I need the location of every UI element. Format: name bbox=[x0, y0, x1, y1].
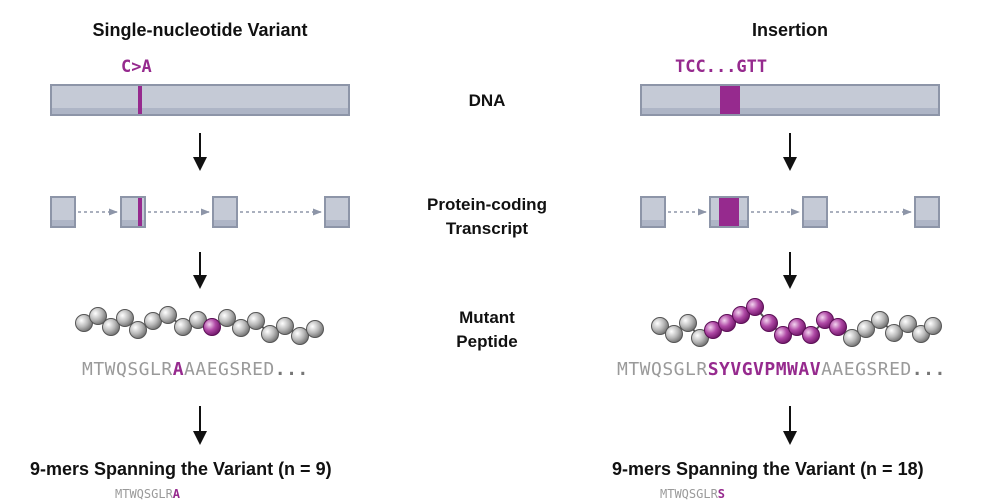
snv-exon-1 bbox=[50, 196, 76, 228]
snv-exon-mutation bbox=[138, 198, 142, 226]
mutant-peptide-label-line2: Peptide bbox=[456, 332, 518, 351]
insertion-exon-2 bbox=[709, 196, 749, 228]
snv-exon-3 bbox=[212, 196, 238, 228]
insertion-mutant-residue bbox=[802, 326, 820, 344]
transcript-label: Protein-coding Transcript bbox=[387, 193, 587, 241]
transcript-label-line2: Transcript bbox=[445, 219, 529, 238]
insertion-exon-4 bbox=[914, 196, 940, 228]
snv-residue bbox=[89, 307, 107, 325]
insertion-exon-mutation bbox=[719, 198, 739, 226]
insertion-mutant-residue bbox=[732, 306, 750, 324]
transcript-label-line1: Protein-coding bbox=[427, 195, 547, 214]
snv-peptide-beads bbox=[75, 306, 324, 345]
snv-exon-4 bbox=[324, 196, 350, 228]
insertion-residue bbox=[665, 325, 683, 343]
insertion-mutant-residue bbox=[788, 318, 806, 336]
insertion-first-kmer: MTWQSGLRS bbox=[660, 487, 725, 501]
snv-title: Single-nucleotide Variant bbox=[92, 20, 308, 40]
insertion-mutant-residue bbox=[718, 314, 736, 332]
insertion-residue bbox=[885, 324, 903, 342]
insertion-peptide-ellipsis: ... bbox=[911, 359, 946, 380]
snv-first-kmer: MTWQSGLRA bbox=[115, 487, 180, 501]
insertion-residue bbox=[691, 329, 709, 347]
insertion-residue bbox=[843, 329, 861, 347]
insertion-peptide-beads bbox=[651, 298, 942, 347]
insertion-kmer-prefix: MTWQSGLR bbox=[660, 487, 718, 501]
snv-residue bbox=[232, 319, 250, 337]
snv-residue bbox=[247, 312, 265, 330]
snv-peptide-mutant: A bbox=[172, 359, 185, 380]
snv-dna-mutation bbox=[138, 86, 142, 114]
snv-residue bbox=[159, 306, 177, 324]
insertion-peptide-prefix: MTWQSGLR bbox=[617, 359, 708, 380]
insertion-residue bbox=[924, 317, 942, 335]
snv-kmer-prefix: MTWQSGLR bbox=[115, 487, 173, 501]
snv-residue bbox=[144, 312, 162, 330]
dna-label: DNA bbox=[468, 91, 506, 110]
insertion-residue bbox=[679, 314, 697, 332]
snv-residue bbox=[116, 309, 134, 327]
snv-residue bbox=[291, 327, 309, 345]
snv-residue bbox=[102, 318, 120, 336]
snv-mutation-label: C>A bbox=[121, 57, 152, 77]
snv-exon-2 bbox=[120, 196, 146, 228]
insertion-kmers-title: 9-mers Spanning the Variant (n = 18) bbox=[612, 459, 924, 479]
insertion-dna-bar bbox=[640, 84, 940, 116]
insertion-mutation-label: TCC...GTT bbox=[675, 57, 768, 77]
snv-residue bbox=[129, 321, 147, 339]
snv-mutant-residue bbox=[203, 318, 221, 336]
snv-residue bbox=[218, 309, 236, 327]
snv-kmer-mutant: A bbox=[172, 487, 181, 501]
snv-peptide-sequence: MTWQSGLRAAAEGSRED... bbox=[82, 359, 309, 380]
snv-residue bbox=[174, 318, 192, 336]
snv-residue bbox=[276, 317, 294, 335]
mutant-peptide-label-line1: Mutant bbox=[459, 308, 515, 327]
snv-residue bbox=[306, 320, 324, 338]
insertion-title: Insertion bbox=[751, 20, 828, 40]
insertion-peptide-sequence: MTWQSGLRSYVGVPMWAVAAEGSRED... bbox=[617, 359, 946, 380]
snv-peptide-suffix: AAEGSRED bbox=[184, 359, 275, 380]
insertion-mutant-residue bbox=[774, 326, 792, 344]
insertion-mutant-residue bbox=[829, 318, 847, 336]
insertion-mutant-residue bbox=[746, 298, 764, 316]
insertion-residue bbox=[857, 320, 875, 338]
snv-kmers-title: 9-mers Spanning the Variant (n = 9) bbox=[30, 459, 332, 479]
insertion-residue bbox=[871, 311, 889, 329]
snv-peptide-ellipsis: ... bbox=[274, 359, 309, 380]
insertion-exon-3 bbox=[802, 196, 828, 228]
insertion-mutant-residue bbox=[760, 314, 778, 332]
insertion-residue bbox=[899, 315, 917, 333]
insertion-kmer-mutant: S bbox=[717, 487, 726, 501]
snv-peptide-prefix: MTWQSGLR bbox=[82, 359, 173, 380]
insertion-peptide-suffix: AAEGSRED bbox=[821, 359, 912, 380]
snv-residue bbox=[261, 325, 279, 343]
insertion-peptide-mutant: SYVGVPMWAV bbox=[707, 359, 822, 380]
snv-dna-bar bbox=[50, 84, 350, 116]
insertion-dna-mutation bbox=[720, 86, 740, 114]
insertion-exon-1 bbox=[640, 196, 666, 228]
insertion-residue bbox=[651, 317, 669, 335]
mutant-peptide-label: Mutant Peptide bbox=[387, 306, 587, 354]
